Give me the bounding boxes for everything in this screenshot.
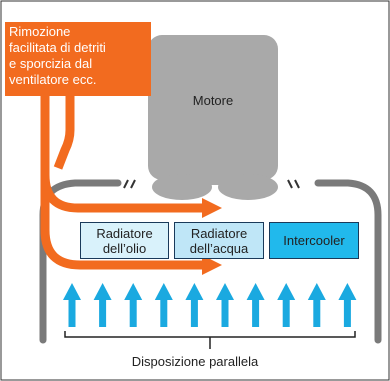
note-line-4: ventilatore ecc.: [9, 72, 97, 87]
oil-radiator-panel: Radiatore dell’olio: [80, 222, 169, 259]
shroud-gap-mark-left: [123, 179, 136, 189]
airflow-arrow-head: [277, 283, 296, 300]
airflow-arrow-shaft: [129, 297, 137, 327]
shroud-right: [314, 179, 382, 344]
oil-radiator-line1: Radiatore: [96, 225, 153, 241]
airflow-arrow-shaft: [190, 297, 198, 327]
airflow-arrow-head: [338, 283, 357, 300]
airflow-arrow-head: [307, 283, 326, 300]
note-line-2: facilitata di detriti: [9, 40, 106, 55]
airflow-arrow-head: [124, 283, 143, 300]
airflow-arrow-shaft: [221, 297, 229, 327]
intercooler-label: Intercooler: [283, 233, 345, 248]
airflow-arrow-head: [246, 283, 265, 300]
airflow-arrow-shaft: [99, 297, 107, 327]
engine-block: [148, 35, 278, 180]
airflow-arrow-shaft: [313, 297, 321, 327]
airflow-arrow-head: [216, 283, 234, 300]
flow-arrow-splitter: [53, 96, 75, 170]
airflow-arrow-shaft: [252, 297, 260, 327]
engine-neck: [190, 170, 240, 185]
water-radiator-panel: Radiatore dell’acqua: [174, 222, 264, 259]
airflow-arrow-head: [63, 283, 81, 300]
airflow-arrow-head: [93, 283, 112, 300]
airflow-arrow-head: [154, 283, 173, 300]
flow-arrow-lower-line: [40, 175, 205, 270]
airflow-arrow-shaft: [160, 297, 168, 327]
oil-radiator-line2: dell’olio: [102, 240, 147, 256]
shroud-gap-mark-right: [287, 179, 300, 189]
debris-removal-note: Rimozione facilitata di detriti e sporci…: [5, 22, 151, 96]
airflow-arrow-shaft: [343, 297, 351, 327]
intercooler-panel: Intercooler: [269, 222, 359, 259]
note-line-1: Rimozione: [9, 24, 71, 39]
flow-arrow-lower-head: [202, 255, 222, 275]
flow-arrow-upper-head: [202, 198, 222, 218]
engine-label: Motore: [193, 93, 233, 108]
airflow-arrows: [63, 283, 357, 327]
airflow-arrow-head: [185, 283, 204, 300]
water-radiator-line2: dell’acqua: [189, 240, 249, 256]
note-line-3: e sporcizia dal: [9, 56, 93, 71]
airflow-arrow-shaft: [68, 297, 76, 327]
airflow-arrow-shaft: [282, 297, 290, 327]
arrangement-caption: Disposizione parallela: [131, 354, 259, 369]
water-radiator-line1: Radiatore: [190, 225, 248, 241]
